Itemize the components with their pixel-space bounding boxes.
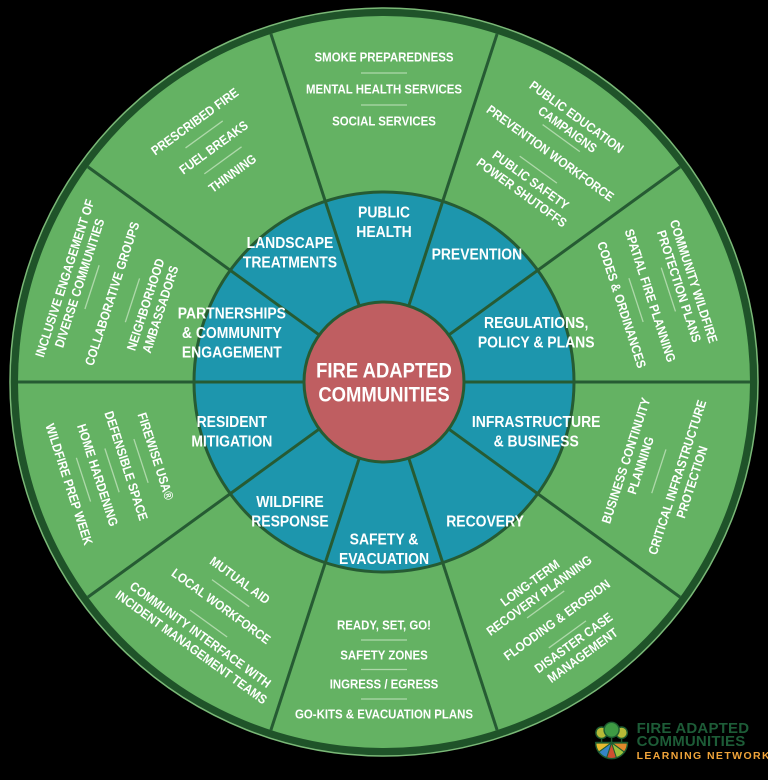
- inner-label-line: RESPONSE: [251, 514, 329, 531]
- outer-item-go-kits-evacuation-plans: GO-KITS & EVACUATION PLANS: [295, 707, 473, 722]
- inner-label-prevention: PREVENTION: [432, 247, 523, 264]
- inner-label-line: INFRASTRUCTURE: [472, 415, 601, 432]
- inner-label-line: PREVENTION: [432, 247, 523, 264]
- item-separator: [185, 120, 224, 149]
- inner-label-line: REGULATIONS,: [484, 316, 588, 333]
- outer-item-safety-zones: SAFETY ZONES: [340, 648, 427, 663]
- outer-item-mental-health-services: MENTAL HEALTH SERVICES: [306, 82, 462, 97]
- inner-label-wildfire-response: WILDFIRE RESPONSE: [251, 495, 329, 531]
- inner-label-line: & BUSINESS: [494, 434, 579, 451]
- item-separator: [104, 448, 120, 493]
- logo-title-line1: FIRE ADAPTED: [636, 720, 750, 737]
- inner-label-line: MITIGATION: [191, 434, 272, 451]
- quilt-basket-icon: [594, 741, 629, 760]
- inner-label-line: & COMMUNITY: [182, 325, 282, 342]
- inner-label-line: EVACUATION: [339, 552, 429, 569]
- inner-label-recovery: RECOVERY: [446, 514, 524, 531]
- item-separator: [189, 609, 228, 638]
- item-separator: [519, 155, 558, 184]
- fac-logo-emblem-icon: [594, 721, 629, 760]
- item-separator: [542, 124, 581, 153]
- inner-label-public-health: PUBLIC HEALTH: [356, 205, 412, 241]
- inner-label-line: LANDSCAPE: [247, 236, 334, 253]
- item-separator: [660, 267, 677, 312]
- outer-item-line: READY, SET, GO!: [337, 618, 431, 633]
- inner-label-line: PARTNERSHIPS: [178, 306, 286, 323]
- outer-item-line: INGRESS / EGRESS: [330, 677, 439, 692]
- sector-public-health: PUBLIC HEALTH SMOKE PREPAREDNESS MENTAL HEA…: [306, 50, 462, 242]
- inner-label-regulations-policy-plans: REGULATIONS, POLICY & PLANS: [478, 316, 595, 352]
- inner-label-line: TREATMENTS: [243, 255, 337, 272]
- logo-text: FIRE ADAPTED COMMUNITIES LEARNING NETWOR…: [636, 720, 768, 762]
- sector-divider: [406, 455, 499, 731]
- inner-label-safety-evacuation: SAFETY & EVACUATION: [339, 532, 429, 568]
- sector-divider: [87, 426, 322, 599]
- logo-subtitle: LEARNING NETWORK: [636, 750, 768, 762]
- hub-label-line: FIRE ADAPTED: [316, 359, 452, 382]
- item-separator: [628, 278, 644, 323]
- outer-item-smoke-preparedness: SMOKE PREPAREDNESS: [315, 50, 454, 65]
- sector-divider: [446, 165, 681, 338]
- item-separator: [75, 457, 92, 502]
- item-separator: [133, 438, 149, 484]
- item-separator: [548, 620, 587, 649]
- item-separator: [84, 265, 100, 310]
- sector-divider: [87, 165, 322, 338]
- outer-item-line: SMOKE PREPAREDNESS: [315, 50, 454, 65]
- inner-label-line: POLICY & PLANS: [478, 335, 595, 352]
- sector-divider: [446, 426, 681, 599]
- inner-label-line: HEALTH: [356, 225, 412, 242]
- item-separator: [211, 579, 250, 608]
- logo-title-line2: COMMUNITIES: [636, 733, 746, 750]
- outer-item-line: MENTAL HEALTH SERVICES: [306, 82, 462, 97]
- sector-safety-evacuation: SAFETY & EVACUATION READY, SET, GO! SAFETY …: [295, 532, 473, 722]
- inner-label-line: WILDFIRE: [256, 495, 324, 512]
- inner-label-landscape-treatments: LANDSCAPE TREATMENTS: [243, 236, 337, 272]
- sector-divider: [269, 33, 362, 309]
- item-separator: [124, 278, 141, 323]
- inner-label-line: RECOVERY: [446, 514, 524, 531]
- ring-boundary: [192, 190, 576, 574]
- trees-icon: [595, 721, 629, 743]
- inner-label-partnerships-community-engagement: PARTNERSHIPS & COMMUNITY ENGAGEMENT: [178, 306, 286, 362]
- sector-divider: [406, 33, 499, 309]
- sector-divider: [269, 455, 362, 731]
- outer-item-ingress-egress: INGRESS / EGRESS: [330, 677, 439, 692]
- item-separator: [651, 449, 667, 494]
- outer-item-ready-set-go: READY, SET, GO!: [337, 618, 431, 633]
- item-separator: [526, 590, 565, 619]
- hub-label-line: COMMUNITIES: [318, 383, 449, 406]
- hub-circle: [302, 300, 466, 464]
- outer-item-line: SAFETY ZONES: [340, 648, 427, 663]
- inner-label-infrastructure-business: INFRASTRUCTURE & BUSINESS: [472, 415, 601, 451]
- item-separator: [203, 146, 242, 175]
- inner-label-line: ENGAGEMENT: [182, 345, 282, 362]
- fac-learning-network-logo: FIRE ADAPTED COMMUNITIES LEARNING NETWOR…: [593, 713, 768, 771]
- inner-label-line: PUBLIC: [358, 205, 410, 222]
- inner-label-line: RESIDENT: [197, 415, 267, 432]
- outer-item-social-services: SOCIAL SERVICES: [332, 114, 436, 129]
- inner-label-resident-mitigation: RESIDENT MITIGATION: [191, 415, 272, 451]
- outer-item-line: GO-KITS & EVACUATION PLANS: [295, 707, 473, 722]
- inner-label-line: SAFETY &: [350, 532, 419, 549]
- outer-item-line: SOCIAL SERVICES: [332, 114, 436, 129]
